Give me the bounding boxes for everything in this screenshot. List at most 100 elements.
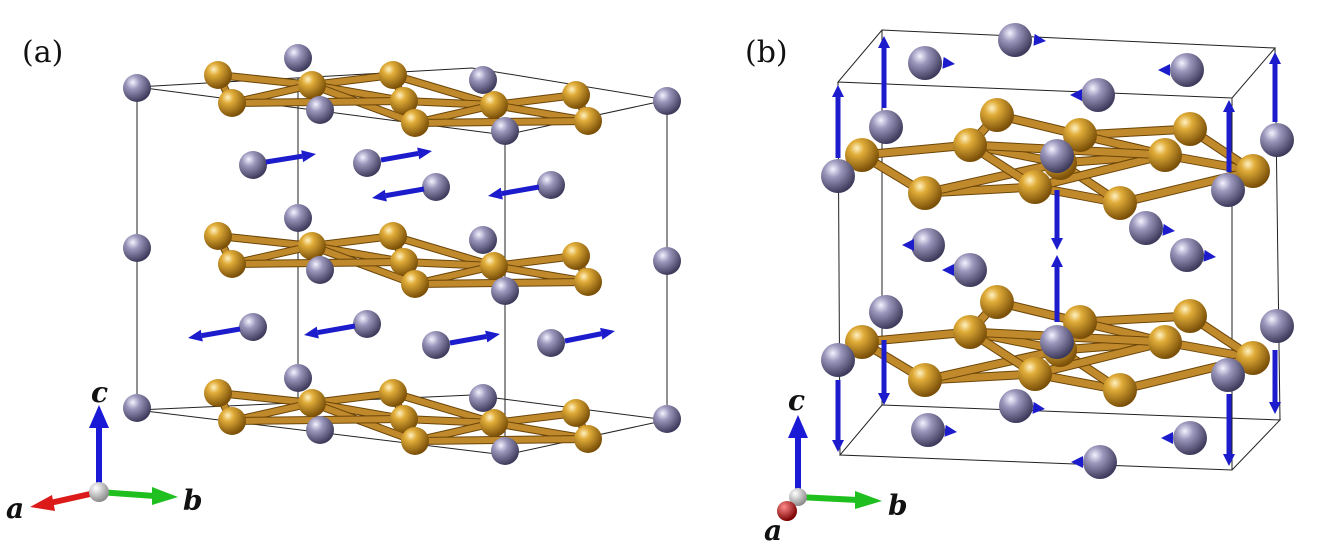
purple-atom: [1173, 421, 1207, 455]
gold-bond: [1076, 312, 1194, 326]
gold-atom: [574, 425, 602, 453]
spin-arrowhead: [1051, 238, 1063, 250]
spin-arrowhead: [1223, 454, 1235, 466]
gold-atom: [953, 315, 987, 349]
panel-a-gold-layer-bot: [204, 379, 602, 455]
spin-arrowhead: [1269, 402, 1281, 414]
spin-arrowhead: [1223, 100, 1235, 112]
gold-atom: [401, 270, 429, 298]
axis-a-arrowhead: [777, 501, 797, 521]
panel-b-label: (b): [745, 35, 788, 70]
spin-arrowhead: [1032, 401, 1045, 414]
spin-arrowhead: [1162, 223, 1175, 236]
spin-arrowhead: [942, 264, 954, 276]
gold-bond: [215, 233, 315, 249]
panel-b-purple-atoms: [821, 23, 1294, 479]
axis-b-label: b: [183, 484, 203, 517]
purple-atom: [653, 87, 681, 115]
gold-atom: [218, 250, 246, 278]
gold-bond: [390, 233, 497, 269]
spin-arrowhead: [188, 329, 203, 342]
gold-atom: [1173, 112, 1207, 146]
purple-atom: [1211, 358, 1245, 392]
gold-bond: [390, 72, 497, 108]
spin-arrowhead: [832, 440, 844, 452]
panel-b-axis-triad: c a b: [764, 384, 908, 545]
spin-arrowhead: [600, 327, 615, 340]
purple-atom: [1040, 139, 1074, 173]
panel-b-spin-arrows: [832, 33, 1281, 468]
gold-bond: [1031, 338, 1169, 378]
purple-atom: [353, 149, 381, 177]
gold-bond: [1076, 125, 1194, 139]
panel-a-spin-arrows: [188, 147, 615, 346]
axis-b-arrow: [797, 494, 859, 503]
gold-bond: [215, 390, 315, 406]
purple-atom: [284, 364, 312, 392]
purple-atom: [1083, 445, 1117, 479]
purple-atom: [911, 413, 945, 447]
spin-arrow-shaft: [265, 153, 303, 165]
gold-atom: [218, 407, 246, 435]
purple-atom: [998, 23, 1032, 57]
spin-arrowhead: [301, 150, 316, 163]
purple-atom: [239, 151, 267, 179]
gold-atom: [1173, 299, 1207, 333]
gold-bond: [921, 159, 1064, 197]
purple-atom: [284, 44, 312, 72]
gold-atom: [562, 81, 590, 109]
purple-atom: [491, 117, 519, 145]
gold-atom: [298, 389, 326, 417]
gold-atom: [845, 138, 879, 172]
panel-b-gold-layer-top: [845, 98, 1270, 220]
purple-atom: [123, 394, 151, 422]
purple-atom: [1170, 53, 1204, 87]
purple-atom: [911, 228, 945, 262]
spin-arrow-shaft: [501, 184, 540, 197]
spin-arrow-shaft: [317, 323, 356, 336]
axis-b-arrowhead: [855, 491, 882, 509]
purple-atom: [422, 331, 450, 359]
purple-atom: [239, 313, 267, 341]
panel-a-purple-atoms: [123, 44, 681, 465]
purple-atom: [306, 256, 334, 284]
gold-atom: [845, 325, 879, 359]
purple-atom: [1260, 123, 1294, 157]
spin-arrowhead: [1071, 456, 1083, 468]
spin-arrowhead: [1051, 255, 1063, 267]
panel-b: (b) c a b: [745, 23, 1294, 545]
purple-atom: [422, 173, 450, 201]
purple-atom: [306, 96, 334, 124]
gold-atom: [204, 379, 232, 407]
gold-atom: [562, 242, 590, 270]
gold-atom: [379, 379, 407, 407]
panel-a-gold-layer-top: [204, 61, 602, 137]
spin-arrowhead: [832, 85, 844, 97]
purple-atom: [469, 384, 497, 412]
purple-atom: [537, 171, 565, 199]
spin-arrowhead: [942, 56, 955, 69]
purple-atom: [1081, 78, 1115, 112]
gold-atom: [298, 71, 326, 99]
purple-atom: [1170, 238, 1204, 272]
gold-atom: [298, 232, 326, 260]
panel-a: (a) c a b: [6, 35, 681, 525]
gold-bond: [921, 346, 1064, 384]
axis-origin: [89, 482, 109, 502]
gold-atom: [204, 61, 232, 89]
purple-atom: [469, 226, 497, 254]
purple-atom: [1040, 325, 1074, 359]
gold-atom: [480, 91, 508, 119]
gold-atom: [1103, 373, 1137, 407]
purple-atom: [653, 247, 681, 275]
gold-bond: [858, 141, 974, 159]
gold-atom: [218, 89, 246, 117]
purple-atom: [123, 234, 151, 262]
panel-a-axis-triad: c a b: [6, 376, 203, 525]
axis-b-arrowhead: [152, 487, 178, 505]
gold-atom: [1063, 305, 1097, 339]
axis-c-label: c: [91, 376, 108, 409]
spin-arrowhead: [1033, 33, 1046, 46]
gold-bond: [215, 72, 315, 88]
axis-a-label: a: [764, 514, 782, 545]
